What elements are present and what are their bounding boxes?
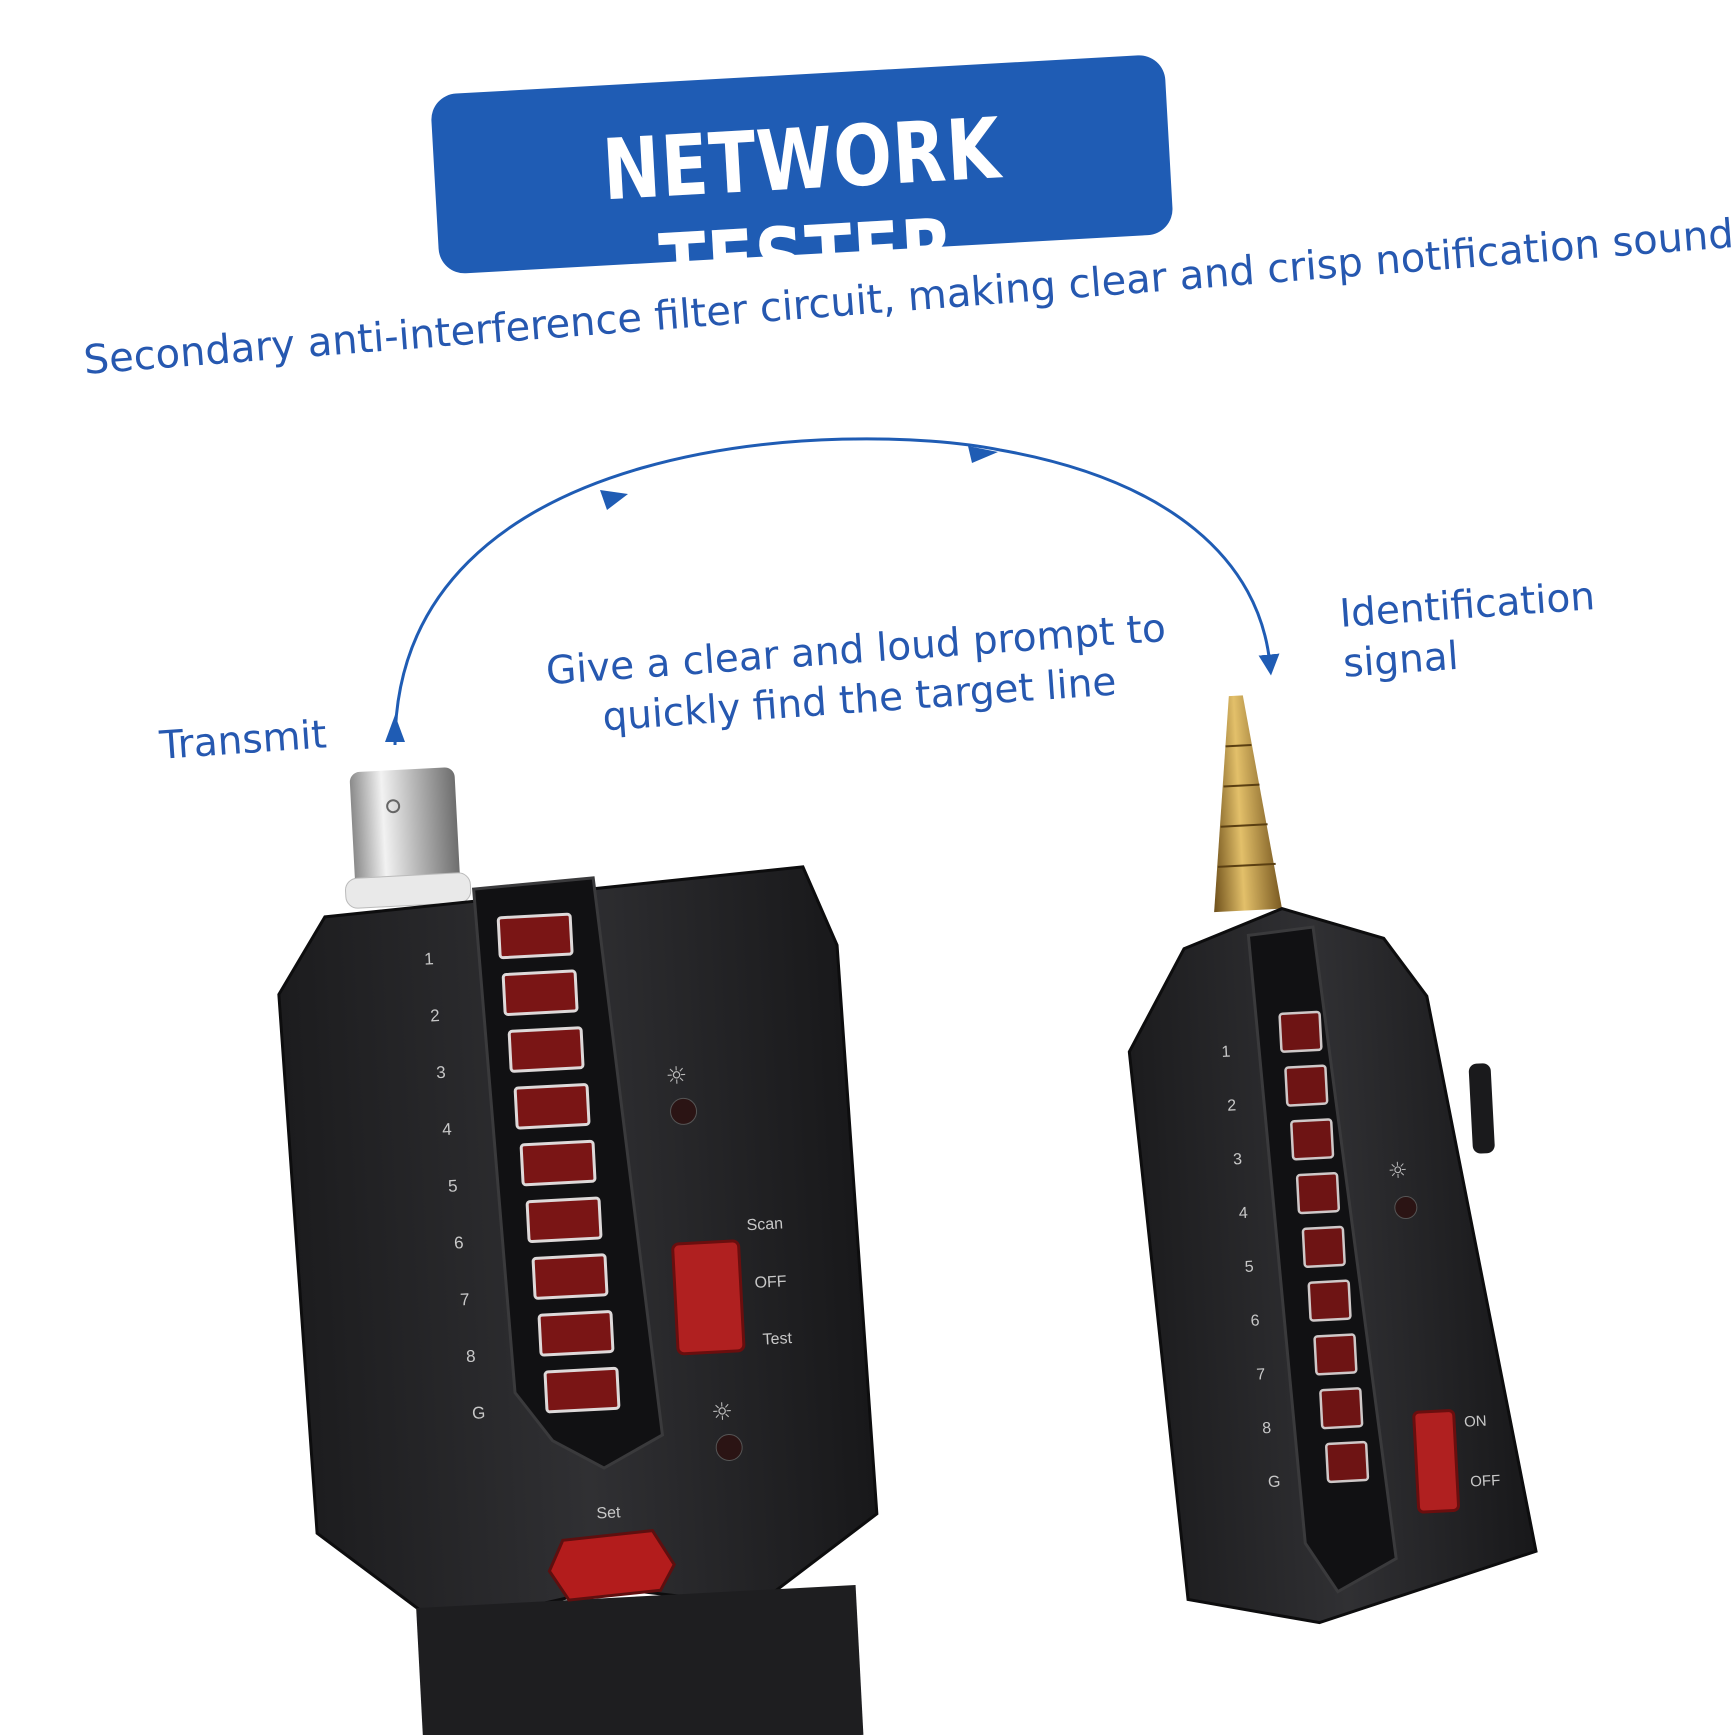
signal-arc bbox=[393, 437, 1280, 746]
rx-led-label-4: 4 bbox=[1238, 1205, 1248, 1222]
rx-led-label-1: 1 bbox=[1221, 1044, 1231, 1061]
tx-mode-switch bbox=[671, 1239, 746, 1356]
tx-led-label-2: 2 bbox=[430, 1006, 440, 1025]
tx-led-label-1: 1 bbox=[424, 949, 434, 968]
switch-label-scan: Scan bbox=[746, 1215, 783, 1234]
arc-start-arrow-icon bbox=[385, 715, 405, 742]
tx-led-label-8: 8 bbox=[466, 1347, 476, 1366]
tx-led-label-3: 3 bbox=[436, 1063, 446, 1082]
rx-led-label-g: G bbox=[1268, 1473, 1281, 1491]
tx-led-label-4: 4 bbox=[442, 1120, 452, 1139]
rx-led-label-6: 6 bbox=[1250, 1312, 1260, 1329]
switch-label-off: OFF bbox=[1470, 1472, 1501, 1491]
rx-led-label-5: 5 bbox=[1244, 1259, 1254, 1276]
bnc-connector-icon bbox=[349, 767, 460, 892]
brightness-icon: ☼ bbox=[711, 1397, 734, 1426]
receiver-device: 1 2 3 4 5 6 7 8 G ☼ ON OFF bbox=[1127, 695, 1538, 1625]
rx-led-label-8: 8 bbox=[1262, 1420, 1272, 1437]
side-wheel-icon bbox=[1468, 1063, 1495, 1154]
receiver-led-bar bbox=[1278, 1010, 1370, 1484]
arc-arrow-2-icon bbox=[968, 446, 998, 463]
tx-led-label-7: 7 bbox=[460, 1290, 470, 1309]
identification-signal-label: Identification signal bbox=[1338, 572, 1600, 690]
tx-indicator-light-2 bbox=[715, 1433, 743, 1461]
rx-led-label-3: 3 bbox=[1233, 1151, 1243, 1168]
tx-led-label-g: G bbox=[472, 1403, 486, 1423]
switch-label-on: ON bbox=[1464, 1413, 1487, 1431]
switch-label-off: OFF bbox=[754, 1273, 787, 1292]
probe-tip-icon bbox=[1214, 695, 1283, 913]
tx-indicator-light-1 bbox=[670, 1097, 698, 1125]
set-button-label: Set bbox=[596, 1504, 621, 1522]
tx-led-label-6: 6 bbox=[454, 1233, 464, 1252]
transmitter-led-bar bbox=[496, 912, 621, 1414]
tx-led-label-5: 5 bbox=[448, 1176, 458, 1195]
transmitter-device: 1 2 3 4 5 6 7 8 G ☼ ☼ Scan OFF Test Set bbox=[277, 767, 879, 1735]
arc-arrow-1-icon bbox=[600, 490, 628, 510]
rx-led-label-7: 7 bbox=[1256, 1366, 1266, 1383]
brightness-icon: ☼ bbox=[1387, 1158, 1408, 1184]
rx-led-label-2: 2 bbox=[1227, 1097, 1237, 1114]
switch-label-test: Test bbox=[762, 1330, 793, 1349]
set-button bbox=[547, 1529, 676, 1602]
brightness-icon: ☼ bbox=[665, 1061, 688, 1090]
rx-power-switch bbox=[1412, 1409, 1460, 1514]
rx-indicator-light bbox=[1394, 1196, 1418, 1220]
